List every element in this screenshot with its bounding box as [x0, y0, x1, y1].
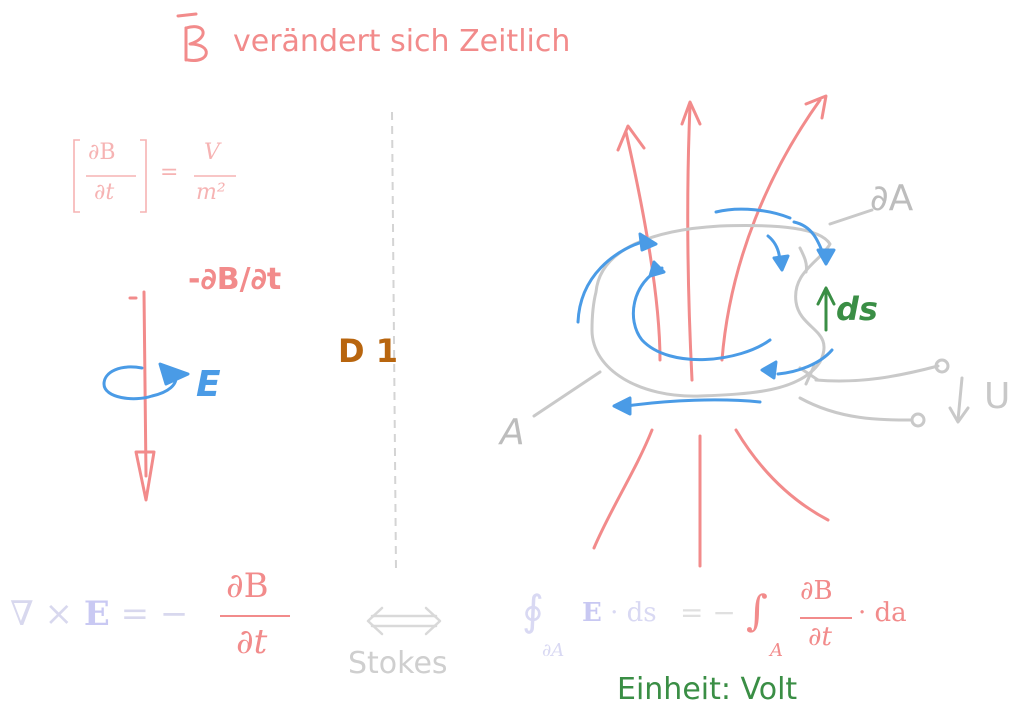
closed-integral-sub: ∂A [542, 640, 565, 661]
page-title: verändert sich Zeitlich [233, 24, 571, 59]
units-brackets [73, 139, 236, 213]
ds-arrow [816, 286, 836, 332]
units-rhs-denominator: m² [196, 180, 226, 205]
integral-numerator: ∂B [800, 576, 833, 606]
derivative-label: -∂B/∂t [188, 262, 282, 297]
curl-equation-lhs: ∇ × E = − [10, 594, 188, 634]
left-b-arrow [128, 290, 156, 502]
curl-numerator: ∂B [226, 566, 269, 606]
line-integrand: E · ds [582, 598, 657, 628]
right-boundary-loop [532, 208, 970, 428]
units-equals: = [160, 160, 179, 185]
integral-denominator: ∂t [808, 622, 832, 652]
right-e-loops [576, 207, 836, 416]
divider-line [391, 111, 397, 571]
integrand-e: E [582, 598, 602, 628]
stokes-double-arrow-icon [366, 606, 442, 636]
line-element-label: ds [836, 290, 878, 328]
boundary-label: ∂A [870, 178, 914, 219]
curl-equals: = − [109, 594, 189, 634]
integral-equals: = − [680, 596, 736, 629]
curl-e: E [83, 594, 110, 634]
area-label: A [500, 412, 525, 453]
title-b-vector-icon [176, 12, 208, 63]
surface-integral-sign: ∫ [746, 586, 768, 635]
unit-note: Einheit: Volt [617, 672, 798, 707]
units-lhs-denominator: ∂t [94, 180, 115, 205]
units-rhs-numerator: V [204, 140, 220, 165]
stokes-label: Stokes [348, 646, 448, 681]
voltage-label: U [984, 376, 1011, 417]
left-e-loop [102, 362, 190, 401]
d1-label: D 1 [338, 332, 398, 370]
curl-operator: ∇ × [10, 594, 84, 634]
closed-integral-sign: ∮ [522, 586, 544, 635]
integral-da: · da [858, 598, 907, 628]
surface-integral-sub: A [770, 640, 783, 661]
integrand-ds: · ds [601, 598, 657, 628]
curl-denominator: ∂t [236, 622, 268, 662]
right-b-field-lines [592, 94, 830, 568]
e-field-label: E [196, 364, 221, 405]
units-lhs-numerator: ∂B [88, 140, 116, 165]
